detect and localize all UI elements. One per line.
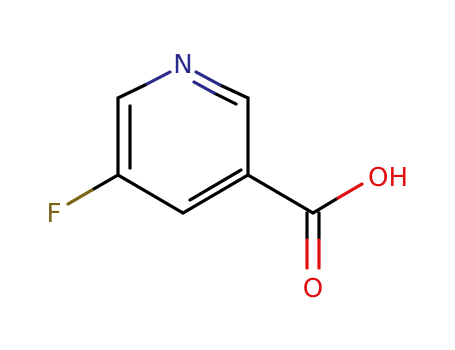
bond-c6-n1-double-n xyxy=(192,80,216,95)
bond-c-oh-colored xyxy=(336,182,364,200)
bond-c4-c5 xyxy=(181,173,250,215)
atom-label-hydroxyl: OH xyxy=(368,163,408,193)
bond-c3-c4 xyxy=(116,173,185,215)
bond-c4-c5-double xyxy=(188,168,243,202)
atom-labels: N F OH O xyxy=(47,50,408,304)
bond-c3-f xyxy=(90,173,120,192)
atom-label-carbonyl-oxygen: O xyxy=(303,274,323,304)
atom-label-fluorine: F xyxy=(47,199,62,229)
bond-c3-f-colored xyxy=(66,188,94,206)
bond-c5-ccooh xyxy=(246,173,315,215)
atom-label-nitrogen: N xyxy=(173,50,192,80)
bond-c6-n1 xyxy=(218,83,250,100)
bond-c-oh xyxy=(311,196,340,215)
bond-c6-n1-double xyxy=(212,91,238,106)
bonds xyxy=(66,70,364,270)
bond-n1-c2-n xyxy=(143,70,172,87)
bond-c6-n1-n xyxy=(194,70,222,87)
bond-n1-c2 xyxy=(116,83,147,100)
